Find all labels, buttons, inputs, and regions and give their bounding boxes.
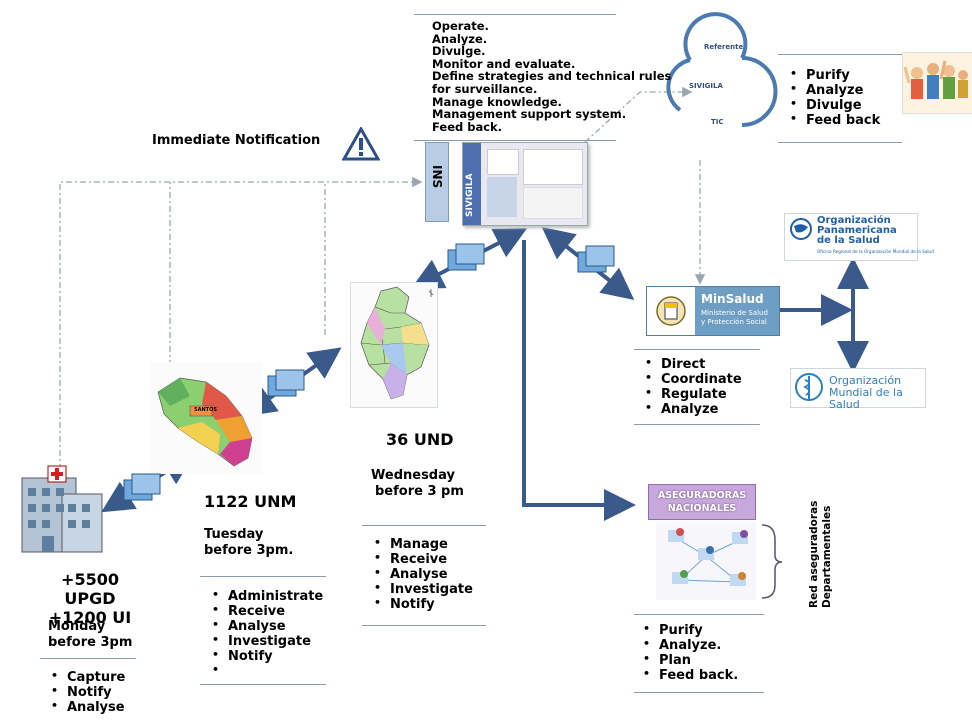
colombia-shield-icon [656,296,686,326]
list-item: Analyse [47,698,125,715]
list-item: Analyze [786,81,880,98]
department-map: SANTOS [150,362,262,474]
colombia-map [350,282,438,408]
list-item: Notify [208,647,323,664]
list-item: Direct [641,355,742,372]
globe-icon [790,218,812,240]
list-item: Administrate [208,587,323,604]
upgd-schedule: Monday before 3pm [48,619,133,650]
immediate-notification-lines [59,86,706,470]
bracket [761,524,783,599]
list-item: Coordinate [641,370,742,387]
network-image [656,522,756,600]
und-schedule: Wednesday before 3 pm [371,468,464,499]
red-aseguradoras-label: Red aseguradoras Departamentales [808,500,833,608]
hospital-icon [12,464,104,556]
ins-label: INS [430,165,444,189]
cycle-tic: TIC [711,118,724,126]
list-item: Purify [639,621,738,638]
immediate-notification-label: Immediate Notification [152,133,321,148]
list-item: Feed back. [639,666,738,683]
packet-icon [122,466,166,510]
aseguradoras-box: ASEGURADORAS NACIONALES [648,484,756,520]
ins-box: INS [425,142,449,222]
list-item: Investigate [208,632,323,649]
unm-schedule: Tuesday before 3pm. [204,527,294,558]
list-item: Regulate [641,385,742,402]
people-image [902,52,972,114]
oms-logo: Organización Mundial de la Salud [790,368,926,411]
und-title: 36 UND [386,430,454,449]
list-item: Plan [639,651,738,668]
unm-title: 1122 UNM [204,492,297,511]
top-right-list: Purify Analyze Divulge Feed back [786,66,880,128]
sivigila-label: SIVIGILA [465,173,475,217]
map-label: SANTOS [194,407,217,413]
list-item: Analyze [641,400,742,417]
cycle-sivigila: SIVIGILA [689,82,723,90]
list-item: Feed back [786,111,880,128]
list-item: Receive [208,602,323,619]
upgd-title: +5500 UPGD +1200 UI [48,570,132,627]
list-item: Analyse [370,565,473,582]
packet-icon [576,238,620,282]
ins-functions: Operate. Analyze. Divulge. Monitor and e… [432,19,672,134]
upgd-list: Capture Notify Analyse [47,668,125,715]
unm-list: Administrate Receive Analyse Investigate… [208,587,323,679]
list-item: Analyze. [639,636,738,653]
ops-logo: Organización Panamericana de la Salud Of… [784,213,934,261]
list-item: Notify [47,683,125,700]
minsalud-list: Direct Coordinate Regulate Analyze [641,355,742,417]
list-item: Analyse [208,617,323,634]
cycle-arrows [666,12,778,127]
list-item: Purify [786,66,880,83]
und-list: Manage Receive Analyse Investigate Notif… [370,535,473,612]
list-item: Divulge [786,96,880,113]
list-item [208,662,323,679]
packet-icon [446,236,490,280]
packet-icon [266,362,310,406]
cycle-referente: Referente [704,43,744,51]
minsalud-logo: MinSalud Ministerio de Salud y Protecció… [646,286,780,336]
who-emblem-icon [795,373,823,401]
aseguradoras-list: Purify Analyze. Plan Feed back. [639,621,738,683]
list-item: Notify [370,595,473,612]
sivigila-screen: SIVIGILA [462,142,588,226]
list-item: Investigate [370,580,473,597]
list-item: Receive [370,550,473,567]
list-item: Capture [47,668,125,685]
list-item: Manage [370,535,473,552]
warning-icon [342,127,380,161]
